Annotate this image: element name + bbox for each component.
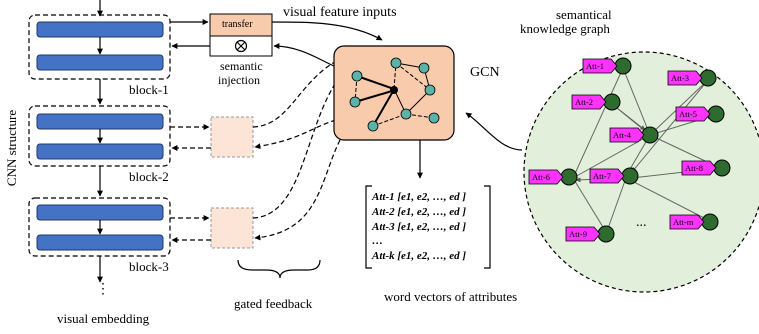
gated-feedback	[170, 45, 385, 279]
graph-node-label: Att-1	[586, 61, 604, 71]
vertical-ellipsis: ⋮	[96, 282, 110, 297]
word-vector-row: …	[372, 235, 383, 247]
word-vector-matrix	[365, 185, 491, 269]
graph-node-label: Att-m	[673, 217, 694, 227]
block-3-layer-1	[36, 204, 164, 221]
block-2-label: block-2	[129, 169, 169, 184]
block-2-layer-2	[36, 143, 164, 160]
graph-node-label: Att-8	[685, 163, 703, 173]
graph-node-label: Att-6	[532, 172, 550, 182]
word-vectors-caption: word vectors of attributes	[384, 289, 518, 304]
gated-feedback-brace	[237, 259, 321, 279]
multiply-icon	[234, 39, 248, 53]
block-1-frame	[28, 14, 171, 80]
transfer-label: transfer	[222, 19, 253, 30]
knowledge-graph	[523, 51, 759, 293]
block-1-layer-1	[36, 21, 164, 38]
cnn-structure-label: CNN structure	[4, 109, 19, 187]
gcn-module	[333, 45, 523, 179]
graph-node-label: Att-5	[679, 109, 697, 119]
semantic-injection-label-2: injection	[218, 73, 260, 87]
transfer-module	[170, 13, 383, 67]
graph-ellipsis: ...	[636, 215, 647, 230]
gated-feedback-label: gated feedback	[234, 296, 313, 311]
knowledge-graph-title-1: semantical	[556, 7, 612, 22]
word-vector-row: Att-2 [e1, e2, …, ed ]	[372, 206, 467, 218]
gcn-label: GCN	[470, 65, 500, 80]
gate-box-1	[210, 116, 254, 158]
word-vector-row: Att-1 [e1, e2, …, ed ]	[372, 191, 467, 203]
visual-feature-inputs-label: visual feature inputs	[283, 5, 397, 20]
word-vector-row: Att-k [e1, e2, …, ed ]	[372, 250, 467, 262]
semantic-injection-label-1: semantic	[220, 59, 263, 73]
knowledge-graph-title-2: knowledge graph	[520, 21, 610, 36]
block-1-label: block-1	[129, 82, 169, 97]
block-3-layer-2	[36, 234, 164, 251]
word-vector-row: Att-3 [e1, e2, …, ed ]	[372, 221, 467, 233]
block-1-layer-2	[36, 54, 164, 71]
graph-node-label: Att-7	[593, 171, 611, 181]
block-2-layer-1	[36, 113, 164, 130]
graph-node-label: Att-3	[671, 73, 689, 83]
gate-box-2	[210, 207, 254, 249]
graph-node-label: Att-4	[613, 130, 631, 140]
graph-node-label: Att-9	[569, 229, 587, 239]
graph-node-label: Att-2	[575, 97, 593, 107]
block-3-label: block-3	[129, 259, 169, 274]
cnn-backbone	[28, 0, 171, 283]
visual-embedding-label: visual embedding	[57, 311, 150, 326]
